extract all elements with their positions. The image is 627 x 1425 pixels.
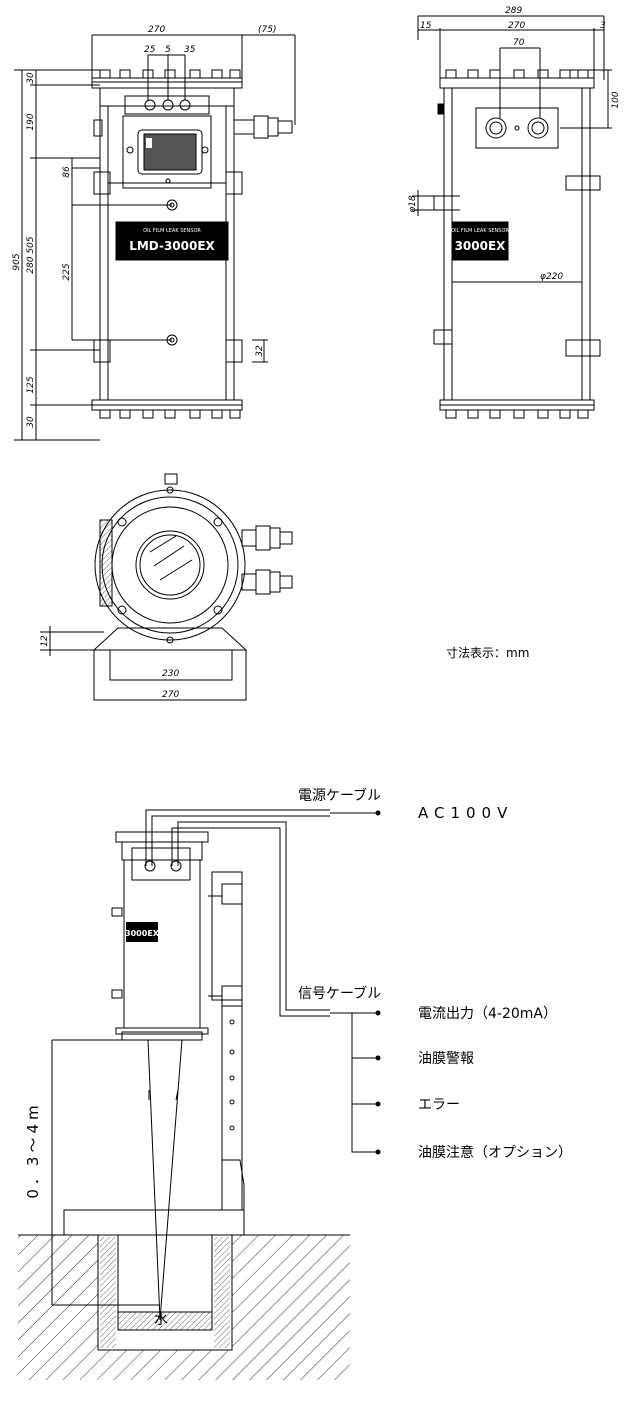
power-cable-label: 電源ケーブル [298, 787, 381, 804]
dim-side-220: φ220 [540, 272, 563, 282]
dim-bottom-230: 230 [162, 669, 179, 679]
dim-gland-25: 25 [144, 45, 156, 55]
signal-cable-label: 信号ケーブル [298, 985, 381, 1002]
dim-side-70: 70 [513, 38, 525, 48]
side-plate-title: OIL FILM LEAK SENSOR [451, 228, 509, 234]
install-plate-model: 3000EX [125, 929, 160, 938]
water-label: 水 [154, 1312, 168, 1328]
units-note: 寸法表示：mm [446, 646, 529, 660]
dim-side-3: 3 [600, 21, 606, 31]
dim-32: 32 [255, 345, 265, 357]
dim-front-270: 270 [148, 25, 165, 35]
dim-side-289: 289 [505, 6, 522, 16]
dim-side-270: 270 [508, 21, 525, 31]
side-plate-model: 3000EX [455, 239, 507, 253]
dim-86: 86 [62, 166, 72, 178]
dim-gland-35: 35 [184, 45, 196, 55]
connector-marks [375, 810, 381, 1155]
bottom-view [40, 474, 292, 700]
output-current-label: 電流出力（4-20mA） [418, 1006, 557, 1022]
front-view [14, 35, 295, 440]
dim-gland-5: 5 [165, 45, 171, 55]
dim-190: 190 [26, 113, 36, 130]
dim-505: 505 [26, 236, 36, 253]
dim-bottom-12: 12 [40, 635, 50, 647]
dim-front-75: (75) [258, 25, 276, 35]
dim-280: 280 [26, 256, 36, 273]
distance-label: 0．3～4m [24, 1101, 42, 1198]
dim-125: 125 [26, 376, 36, 393]
front-plate-title: OIL FILM LEAK SENSOR [143, 228, 201, 234]
install-nameplate [126, 922, 158, 942]
power-spec-label: AC100V [418, 804, 513, 822]
dim-side-100: 100 [611, 91, 621, 108]
side-view [412, 16, 612, 418]
front-plate-model: LMD-3000EX [129, 239, 215, 253]
dim-30-bottom: 30 [26, 416, 36, 428]
dim-side-18: φ18 [408, 195, 418, 213]
dim-side-15: 15 [420, 21, 432, 31]
dim-225: 225 [62, 263, 72, 280]
dim-bottom-270: 270 [162, 690, 179, 700]
dim-30-top: 30 [26, 72, 36, 84]
install-view [18, 810, 378, 1380]
output-oil-alarm-label: 油膜警報 [418, 1051, 474, 1067]
output-error-label: エラー [418, 1097, 460, 1113]
output-oil-caution-label: 油膜注意（オプション） [418, 1144, 572, 1161]
dim-905: 905 [12, 253, 22, 270]
